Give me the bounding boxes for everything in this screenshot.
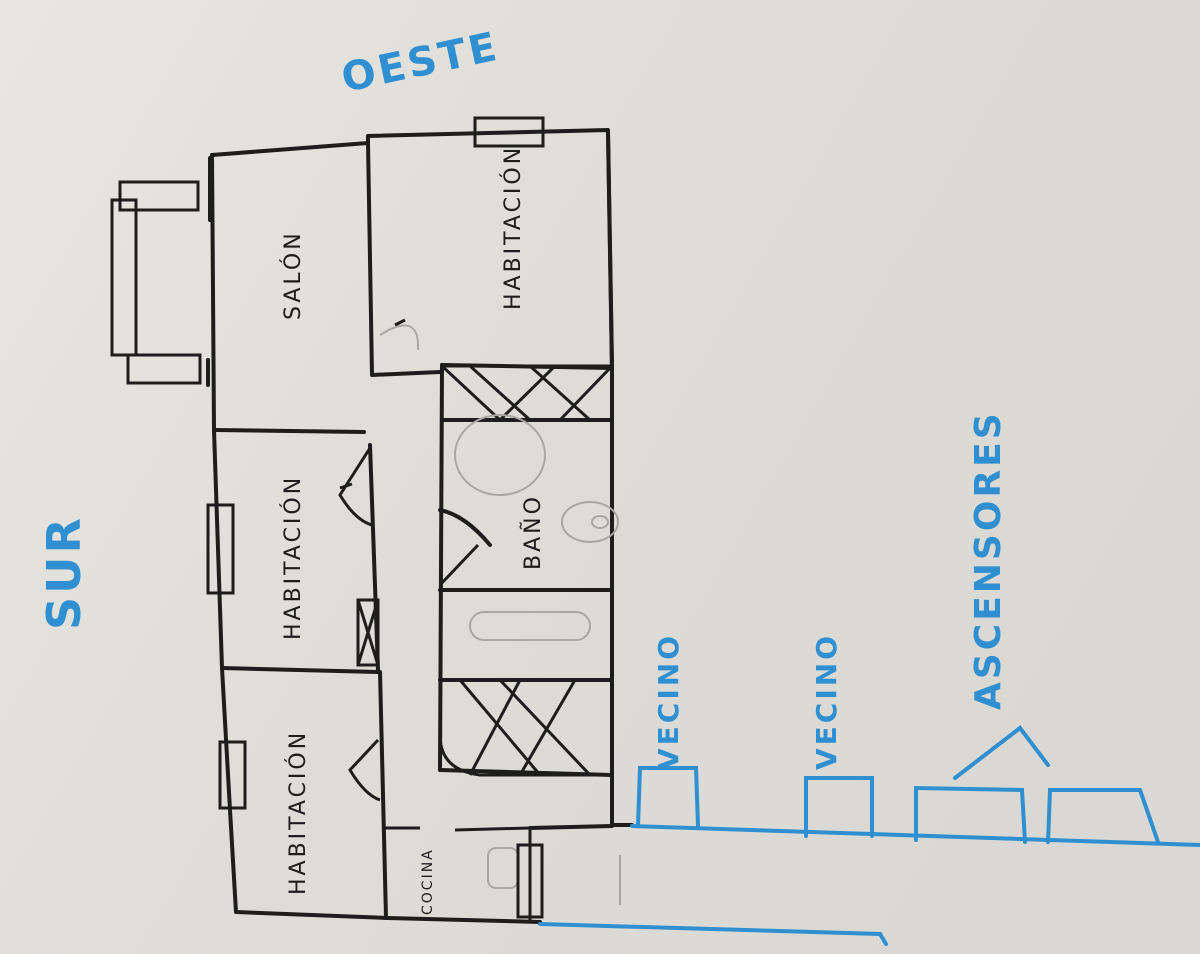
label-bedroom-top: HABITACIÓN (500, 145, 526, 310)
label-bedroom-bottom: HABITACIÓN (285, 730, 311, 895)
closet-bottom (438, 678, 614, 777)
neighbor-label-1: VECINO (652, 633, 685, 770)
closet-top (440, 364, 614, 422)
door-swings (338, 318, 492, 802)
elevators-label: ASCENSORES (968, 410, 1009, 710)
compass-south-label: SUR (37, 515, 91, 630)
building-context (538, 725, 1200, 946)
outer-walls (210, 128, 634, 924)
bathroom-fixtures (379, 324, 621, 905)
label-bathroom: BAÑO (519, 494, 546, 570)
closet-mid-bedroom (356, 598, 380, 667)
windows (206, 116, 545, 919)
compass-west-label: OESTE (338, 24, 504, 102)
neighbor-label-2: VECINO (810, 633, 843, 770)
label-bedroom-mid: HABITACIÓN (280, 475, 306, 640)
label-kitchen: COCINA (420, 848, 436, 915)
living-balcony (110, 156, 212, 387)
label-living: SALÓN (280, 230, 306, 320)
interior-walls (212, 141, 614, 922)
